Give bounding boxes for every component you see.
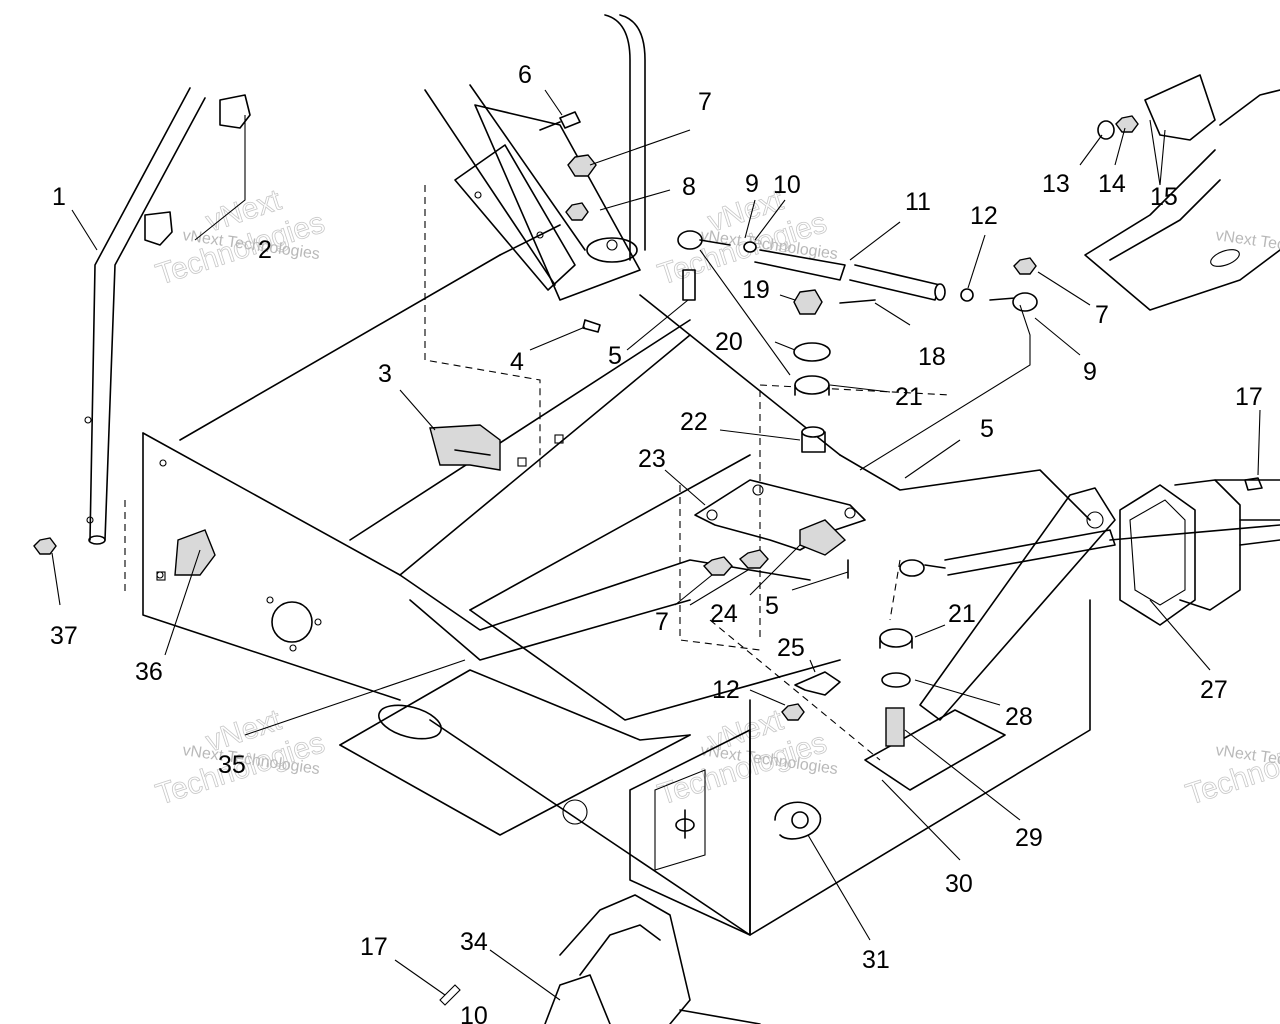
skid-plate	[339, 559, 811, 836]
callout-6: 6	[518, 61, 532, 89]
callout-24: 24	[710, 600, 738, 628]
callout-22: 22	[680, 408, 708, 436]
footrest-15	[1084, 74, 1280, 311]
callout-2: 2	[258, 236, 272, 264]
callout-3: 3	[378, 360, 392, 388]
callout-35: 35	[218, 751, 246, 779]
spindle-bottom	[439, 801, 822, 1024]
callout-labels: 1 2 3 4 5 5 5 6 7 7 7 8 9 9 10 10 11 12 …	[50, 61, 1263, 1024]
callout-5b: 5	[980, 415, 994, 443]
main-frame	[124, 185, 1091, 936]
callout-20: 20	[715, 328, 743, 356]
callout-17b: 17	[360, 933, 388, 961]
callout-23: 23	[638, 445, 666, 473]
callout-9a: 9	[745, 170, 759, 198]
callout-7c: 7	[655, 608, 669, 636]
callout-31: 31	[862, 946, 890, 974]
callout-1: 1	[52, 183, 66, 211]
watermark-line2: Technologies	[1182, 726, 1280, 812]
callout-11: 11	[905, 188, 931, 216]
callout-37: 37	[50, 622, 78, 650]
bracket-36	[156, 529, 216, 581]
callout-25: 25	[777, 634, 805, 662]
callout-12a: 12	[970, 202, 998, 230]
callout-8: 8	[682, 173, 696, 201]
callout-12b: 12	[712, 676, 740, 704]
callout-30: 30	[945, 870, 973, 898]
callout-29: 29	[1015, 824, 1043, 852]
callout-28: 28	[1005, 703, 1033, 731]
plate-30	[864, 628, 1006, 791]
callout-7a: 7	[698, 88, 712, 116]
tie-rod-lower	[899, 524, 1280, 577]
callout-5c: 5	[765, 592, 779, 620]
leader-lines	[51, 89, 1261, 1001]
callout-34: 34	[460, 928, 488, 956]
callout-36: 36	[135, 658, 163, 686]
tie-rod-upper	[677, 230, 1038, 453]
callout-4: 4	[510, 348, 524, 376]
callout-9b: 9	[1083, 358, 1097, 386]
callout-15: 15	[1150, 183, 1178, 211]
callout-14: 14	[1098, 170, 1126, 198]
callout-5a: 5	[608, 342, 622, 370]
callout-10b: 10	[460, 1002, 488, 1024]
pitman-plate	[694, 479, 866, 579]
callout-27: 27	[1200, 676, 1228, 704]
callout-10a: 10	[773, 171, 801, 199]
handle-bar	[84, 87, 251, 545]
callout-7b: 7	[1095, 301, 1109, 329]
callout-21b: 21	[948, 600, 976, 628]
callout-17a: 17	[1235, 383, 1263, 411]
bracket-3	[429, 424, 564, 471]
misc-hardware	[33, 111, 1263, 839]
steering-post	[424, 14, 646, 301]
callout-19: 19	[742, 276, 770, 304]
spindle-right	[919, 479, 1280, 721]
callout-13: 13	[1042, 170, 1070, 198]
callout-21a: 21	[895, 383, 923, 411]
callout-18: 18	[918, 343, 946, 371]
